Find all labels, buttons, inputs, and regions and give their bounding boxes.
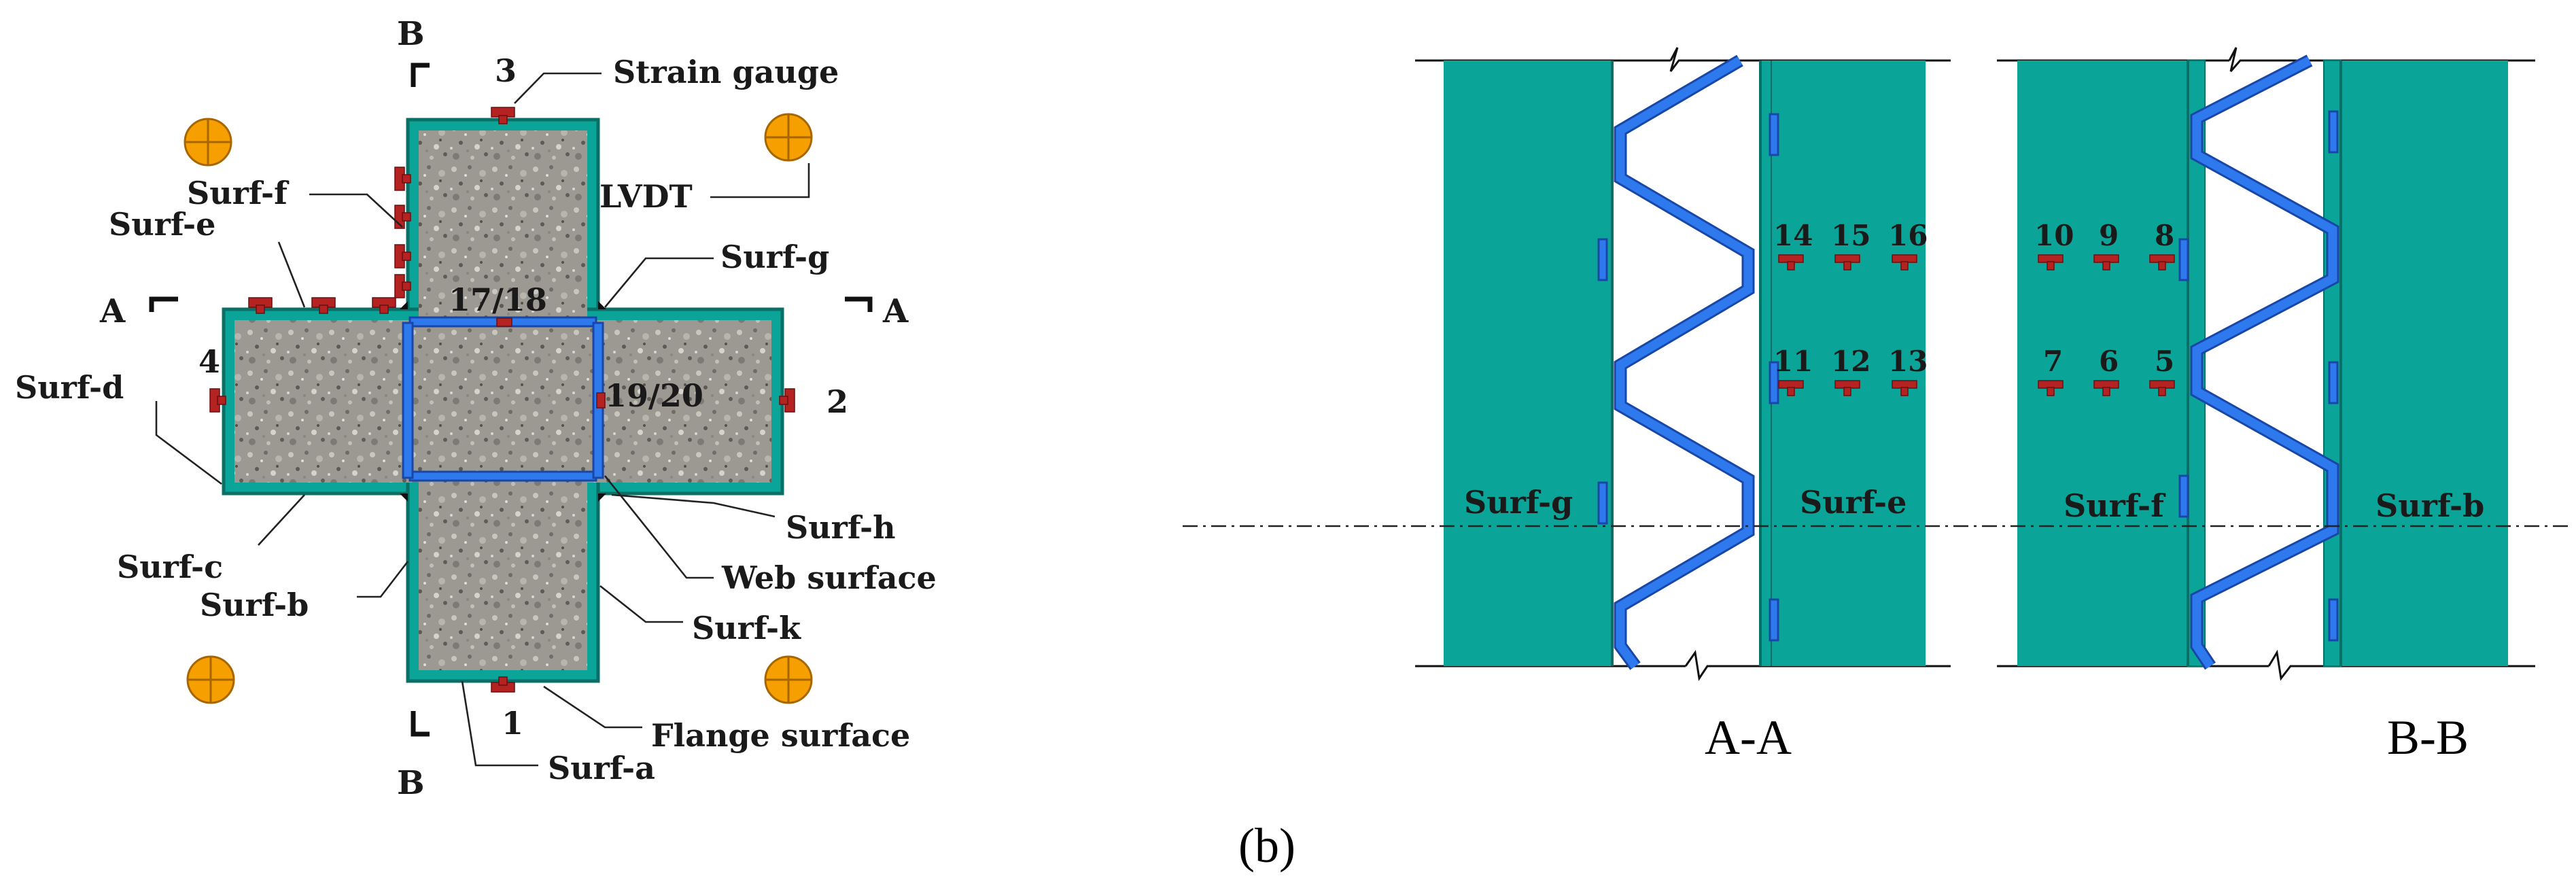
batten-web-zigzag <box>1614 54 1755 670</box>
callout-surf-f: Surf-f <box>187 175 290 211</box>
callout-flange-surface: Flange surface <box>651 717 910 754</box>
lvdt-target-icon <box>184 118 232 167</box>
lvdt-target-icon <box>764 113 813 162</box>
section-mark-a-right: A <box>882 292 909 330</box>
gauge-number-6: 6 <box>2099 345 2119 378</box>
strain-gauge-icon <box>1778 254 1917 396</box>
corner-welds <box>400 301 606 502</box>
callout-surf-e: Surf-e <box>109 206 215 243</box>
gauge-number-10: 10 <box>2034 219 2074 252</box>
gauge-number-4: 4 <box>198 343 220 380</box>
gauge-number-15: 15 <box>1831 219 1870 252</box>
gauge-number-2: 2 <box>826 383 848 420</box>
section-mark-b-bottom: B <box>397 764 425 802</box>
callout-surf-k: Surf-k <box>692 610 801 646</box>
callout-web-surface: Web surface <box>721 559 937 596</box>
subfigure-label: (b) <box>1238 818 1295 873</box>
callout-surf-a: Surf-a <box>548 750 655 786</box>
gauge-number-5: 5 <box>2155 345 2174 378</box>
concrete-core <box>234 131 771 670</box>
callout-surf-b: Surf-b <box>200 587 309 623</box>
center-label-19-20: 19/20 <box>605 377 703 414</box>
section-bb-left-label: Surf-f <box>2064 487 2166 524</box>
strain-gauge-icon <box>2038 254 2175 396</box>
gauge-number-11: 11 <box>1773 345 1813 378</box>
leader-lines <box>155 72 810 767</box>
callout-surf-g: Surf-g <box>720 239 829 275</box>
callout-strain-gauge: Strain gauge <box>613 54 839 90</box>
gauge-number-14: 14 <box>1773 219 1813 252</box>
section-mark-b-top: B <box>397 15 425 53</box>
gauge-number-7: 7 <box>2043 345 2063 378</box>
gauge-number-8: 8 <box>2155 219 2174 252</box>
lvdt-target-icon <box>186 655 235 704</box>
gauge-number-1: 1 <box>502 705 523 742</box>
strain-gauge-icon <box>209 107 795 693</box>
section-aa-left-label: Surf-g <box>1464 484 1573 521</box>
gauge-number-13: 13 <box>1888 345 1928 378</box>
section-cut-mark-icon <box>149 63 873 737</box>
section-b-b: 10 9 8 7 6 5 Surf-f Surf-b B-B <box>1997 47 2535 765</box>
gauge-number-9: 9 <box>2099 219 2119 252</box>
gauge-number-3: 3 <box>495 52 517 89</box>
lvdt-target-icon <box>764 655 813 704</box>
cross-section: B B A A 3 4 2 1 17/18 19/20 Strain <box>15 15 937 802</box>
callout-surf-h: Surf-h <box>786 509 896 546</box>
gauge-number-12: 12 <box>1831 345 1870 378</box>
section-aa-caption: A-A <box>1705 710 1792 765</box>
callout-lvdt: LVDT <box>599 178 693 215</box>
gauge-number-16: 16 <box>1888 219 1928 252</box>
callout-surf-d: Surf-d <box>15 369 124 406</box>
section-mark-a-left: A <box>99 292 126 330</box>
center-label-17-18: 17/18 <box>449 281 547 318</box>
callout-surf-c: Surf-c <box>117 549 223 585</box>
section-bb-right-label: Surf-b <box>2375 487 2484 524</box>
section-bb-caption: B-B <box>2387 710 2469 765</box>
section-aa-right-label: Surf-e <box>1800 484 1907 521</box>
batten-web-zigzag <box>2190 54 2339 670</box>
section-a-a: 14 15 16 11 12 13 Surf-g Surf-e A-A <box>1415 47 1951 765</box>
